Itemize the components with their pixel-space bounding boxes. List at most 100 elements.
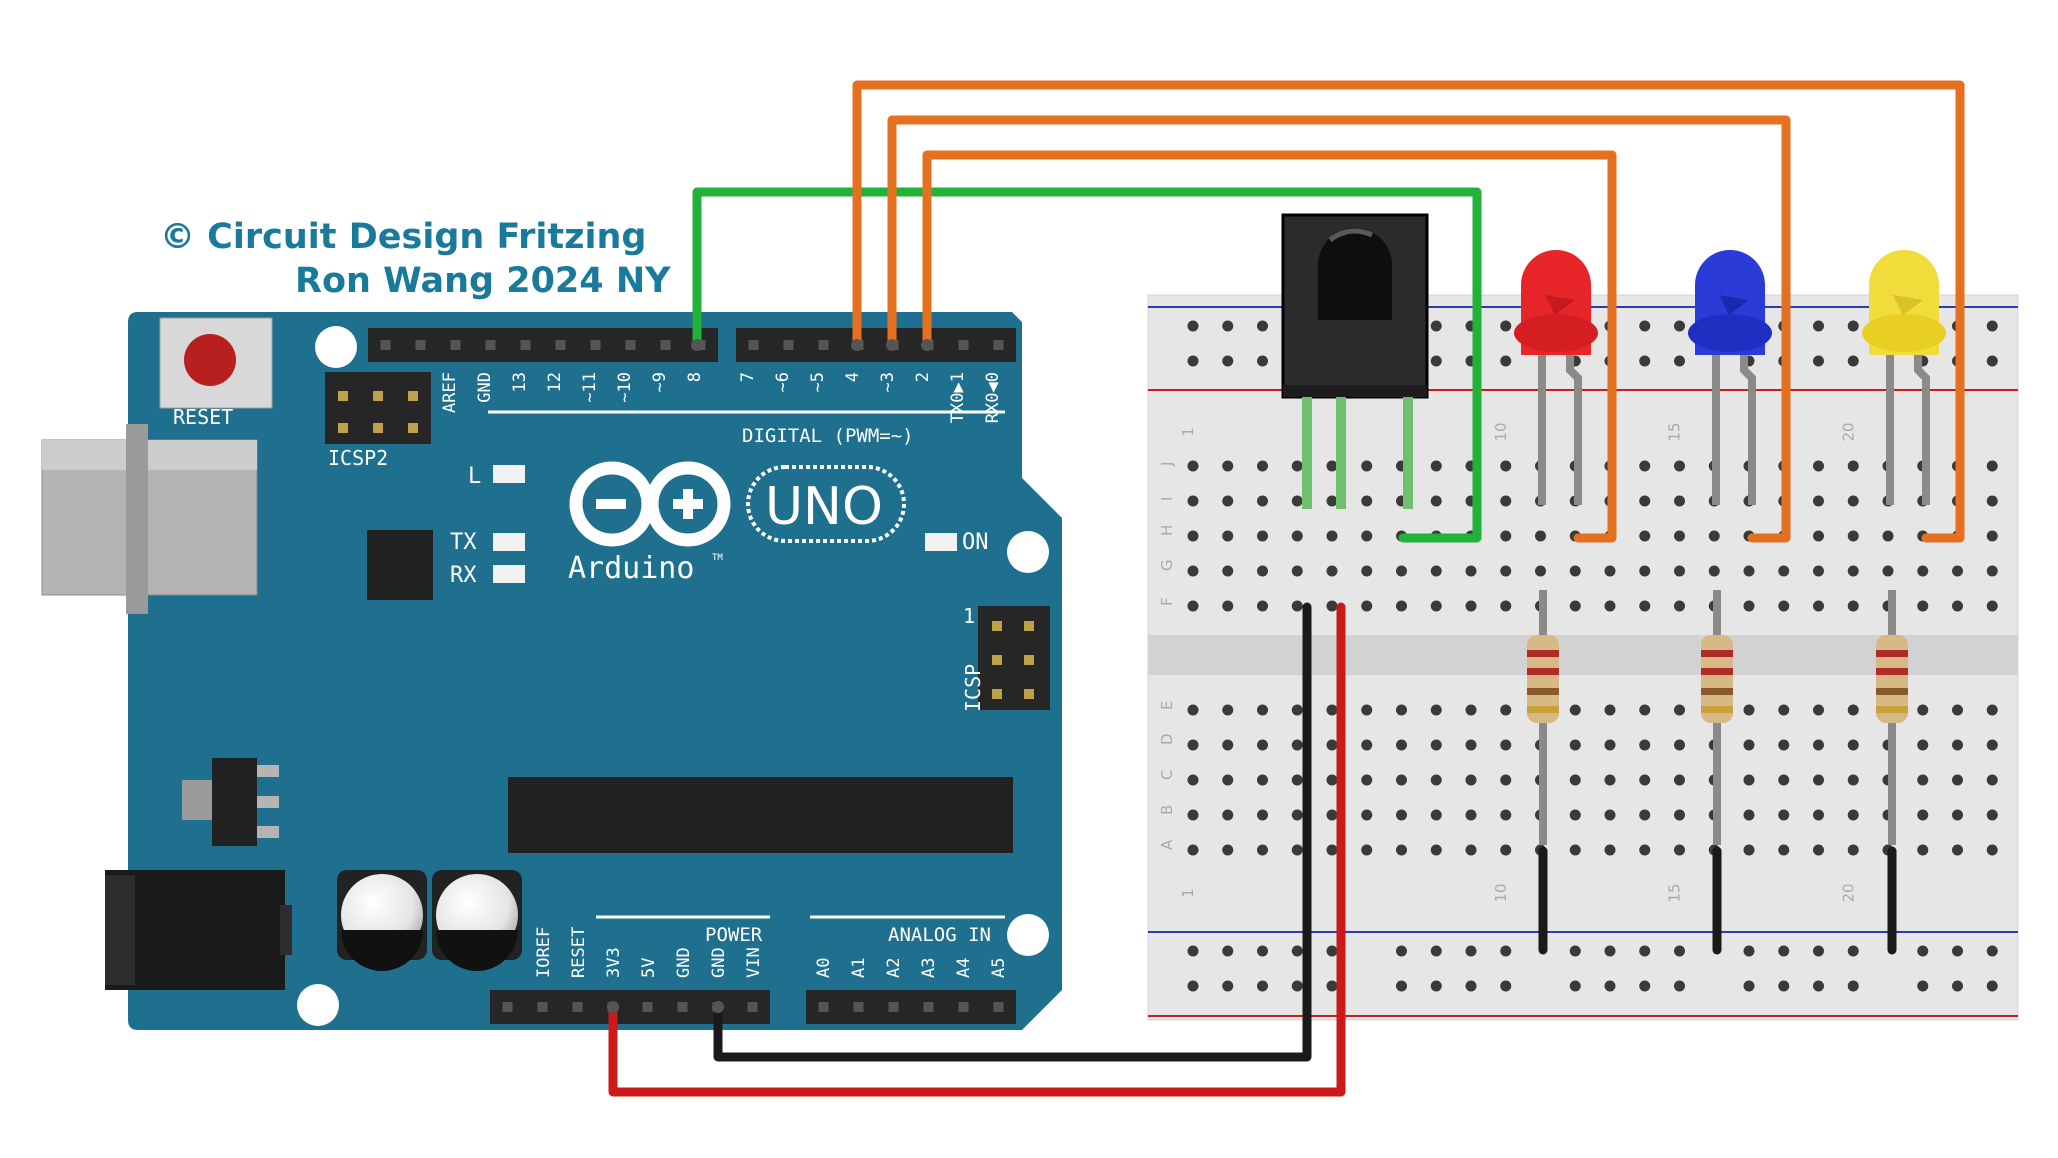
breadboard-hole (1291, 600, 1303, 612)
arduino-infinity-logo-icon (569, 461, 731, 547)
digital-pin-label: 8 (685, 372, 705, 382)
breadboard-hole (1222, 739, 1234, 751)
breadboard-hole (1847, 774, 1859, 786)
credit-line-1: © Circuit Design Fritzing (160, 217, 646, 257)
breadboard-hole (1222, 945, 1234, 957)
power-pin-label: GND (709, 947, 729, 978)
column-number: 1 (1179, 888, 1197, 898)
breadboard-hole (1222, 774, 1234, 786)
breadboard-hole (1326, 704, 1338, 716)
breadboard-hole (1986, 530, 1998, 542)
digital-pin-label: 2 (913, 372, 933, 382)
credit-line-2: Ron Wang 2024 NY (295, 261, 671, 301)
breadboard-hole (1326, 565, 1338, 577)
breadboard-hole (1187, 945, 1199, 957)
breadboard-hole (1952, 704, 1963, 716)
breadboard-hole (1187, 320, 1199, 332)
breadboard-hole (1778, 565, 1790, 577)
breadboard-hole (1847, 495, 1859, 507)
row-label: H (1158, 525, 1176, 536)
breadboard-hole (1986, 739, 1998, 751)
breadboard-hole (1569, 739, 1581, 751)
mounting-hole (1007, 531, 1049, 573)
breadboard-hole (1674, 565, 1685, 577)
breadboard-hole (1257, 980, 1268, 992)
breadboard-hole (1847, 980, 1859, 992)
breadboard-hole (1813, 945, 1824, 957)
breadboard-hole (1465, 980, 1477, 992)
resistor (1527, 590, 1559, 845)
breadboard-hole (1361, 809, 1373, 821)
breadboard-hole (1430, 945, 1442, 957)
breadboard-hole (1361, 565, 1373, 577)
breadboard-hole (1430, 809, 1442, 821)
breadboard-hole (1639, 704, 1651, 716)
power-header (490, 990, 1016, 1024)
breadboard-hole (1500, 739, 1512, 751)
analog-pin-label: A1 (849, 958, 869, 978)
breadboard-hole (1604, 945, 1616, 957)
row-label: I (1158, 497, 1176, 501)
breadboard-hole (1326, 739, 1338, 751)
power-pin-label: 3V3 (604, 947, 624, 978)
breadboard-hole (1847, 739, 1859, 751)
breadboard-hole (1291, 530, 1303, 542)
yellow-led (1862, 250, 1946, 505)
led-on-indicator (925, 533, 957, 551)
breadboard-hole (1813, 809, 1824, 821)
breadboard-hole (1986, 704, 1998, 716)
breadboard-hole (1257, 495, 1268, 507)
breadboard-hole (1500, 809, 1512, 821)
led-tx-label: TX (450, 530, 477, 555)
digital-pin-label: ~11 (580, 372, 600, 403)
breadboard-hole (1465, 844, 1477, 856)
breadboard-hole (1813, 530, 1824, 542)
model-label: UNO (765, 477, 883, 537)
breadboard-hole (1639, 844, 1651, 856)
breadboard-hole (1639, 460, 1651, 472)
power-pin-label: 5V (639, 958, 659, 978)
breadboard-hole (1847, 704, 1859, 716)
breadboard-hole (1535, 530, 1546, 542)
breadboard-hole (1674, 355, 1685, 367)
breadboard-hole (1291, 565, 1303, 577)
breadboard-hole (1326, 980, 1338, 992)
breadboard-hole (1396, 809, 1407, 821)
breadboard-hole (1257, 774, 1268, 786)
digital-pin-label: 12 (545, 372, 565, 392)
breadboard-hole (1708, 565, 1720, 577)
breadboard-hole (1222, 320, 1234, 332)
column-number: 20 (1839, 422, 1857, 441)
breadboard-hole (1952, 809, 1963, 821)
row-label: A (1158, 839, 1176, 850)
resistors (1527, 590, 1908, 845)
breadboard-hole (1430, 844, 1442, 856)
wire-orange-yellow (852, 80, 1965, 543)
power-label: POWER (705, 924, 763, 946)
breadboard-hole (1361, 495, 1373, 507)
breadboard-hole (1813, 980, 1824, 992)
breadboard-hole (1222, 530, 1234, 542)
reset-label: RESET (173, 405, 233, 429)
breadboard-hole (1674, 980, 1685, 992)
breadboard-hole (1361, 844, 1373, 856)
breadboard-hole (1187, 495, 1199, 507)
breadboard-hole (1986, 844, 1998, 856)
breadboard-hole (1500, 844, 1512, 856)
breadboard-hole (1847, 355, 1859, 367)
breadboard-hole (1187, 600, 1199, 612)
power-pin-label: VIN (744, 947, 764, 978)
ir-receiver (1281, 213, 1429, 509)
row-label: C (1158, 770, 1176, 780)
row-label: J (1158, 462, 1176, 467)
breadboard-hole (1222, 980, 1234, 992)
wire-green (692, 187, 1482, 543)
breadboard-hole (1917, 945, 1929, 957)
breadboard-hole (1639, 530, 1651, 542)
breadboard-hole (1778, 774, 1790, 786)
breadboard-hole (1361, 739, 1373, 751)
breadboard-hole (1430, 355, 1442, 367)
breadboard-hole (1291, 774, 1303, 786)
breadboard-hole (1813, 704, 1824, 716)
breadboard-hole (1639, 320, 1651, 332)
